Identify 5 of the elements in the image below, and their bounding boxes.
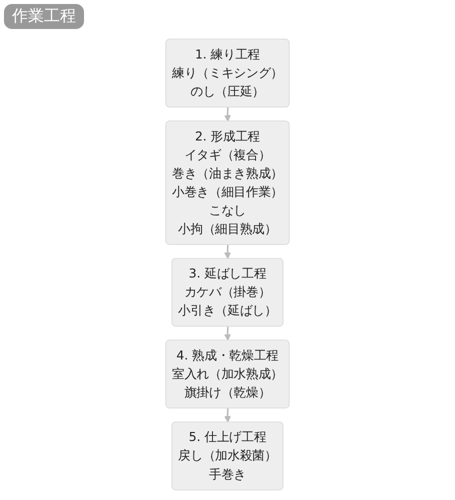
arrow — [224, 408, 231, 423]
arrow — [224, 326, 231, 341]
title-tag: 作業工程 — [4, 4, 84, 29]
arrow — [224, 107, 231, 122]
arrow — [224, 244, 231, 260]
